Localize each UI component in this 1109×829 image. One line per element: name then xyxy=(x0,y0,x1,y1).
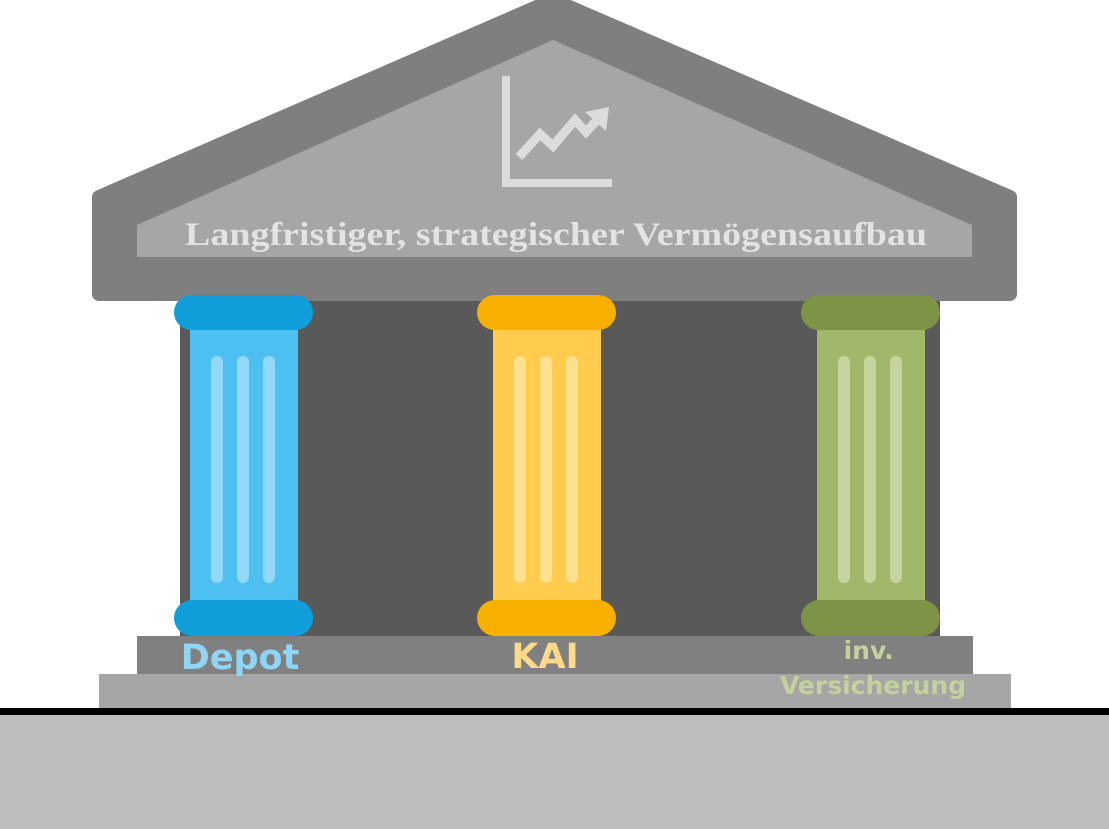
upper-step xyxy=(137,636,973,674)
pillar-capital xyxy=(801,295,940,330)
pillar-flute xyxy=(237,356,249,583)
lower-step xyxy=(99,674,1011,708)
pillar-capital xyxy=(477,295,616,330)
pillar-flute xyxy=(514,356,526,583)
ground-line xyxy=(0,708,1109,715)
pillar-base xyxy=(477,600,616,636)
label-depot: Depot xyxy=(181,638,300,678)
label-versicherung-line-2: Versicherung xyxy=(780,671,966,700)
ground xyxy=(0,714,1109,829)
pillar-flute xyxy=(864,356,876,583)
pillar-flute xyxy=(838,356,850,583)
pillar-flute xyxy=(540,356,552,583)
line-chart-trend-up-icon xyxy=(502,76,612,187)
pillar-flute xyxy=(890,356,902,583)
pillar-flute xyxy=(566,356,578,583)
pillar-capital xyxy=(174,295,313,330)
label-versicherung-line-1: inv. xyxy=(844,636,894,665)
temple-title: Langfristiger, strategischer Vermögensau… xyxy=(185,217,927,253)
label-kai: KAI xyxy=(511,637,578,677)
pillar-flute xyxy=(211,356,223,583)
pillar-depot xyxy=(174,295,313,636)
pillar-flute xyxy=(263,356,275,583)
label-versicherung: inv. Versicherung xyxy=(780,636,966,700)
pillar-base xyxy=(174,600,313,636)
pillar-versicherung xyxy=(801,295,940,636)
pillar-kai xyxy=(477,295,616,636)
pillar-base xyxy=(801,600,940,636)
